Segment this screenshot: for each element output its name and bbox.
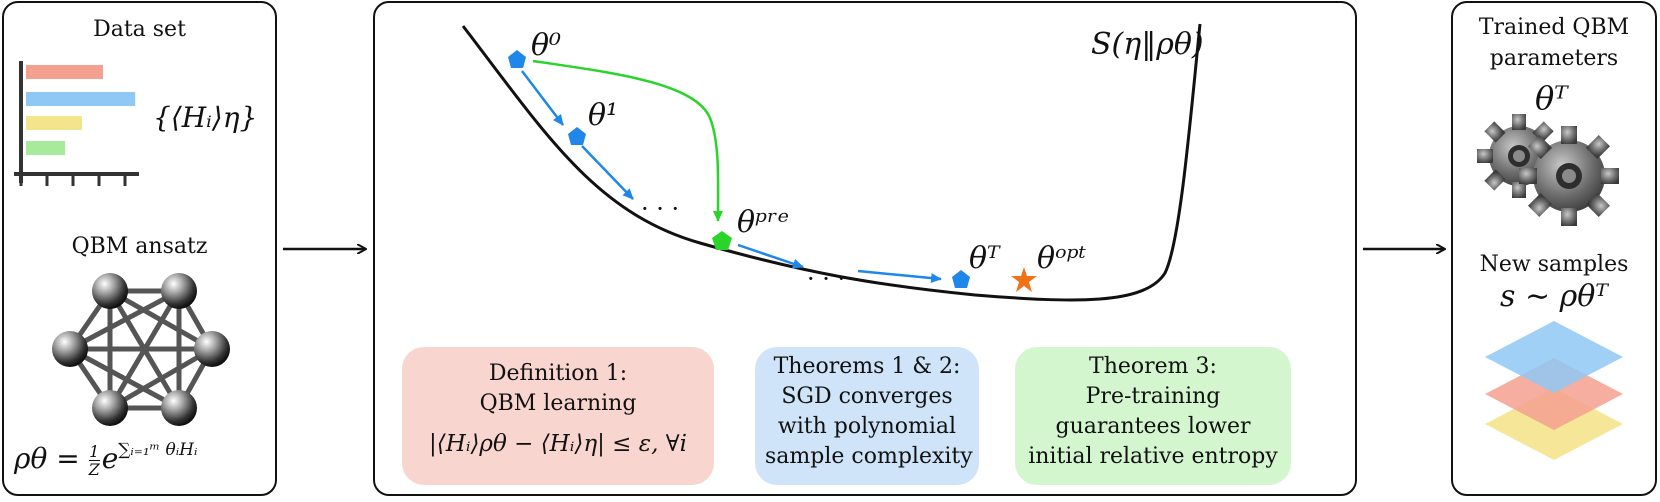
graph-edges: [67, 288, 215, 411]
thetaT-label: θᵀ: [969, 241, 1000, 276]
box-line: Theorems 1 & 2:: [773, 354, 961, 379]
box-line: with polynomial: [777, 414, 957, 439]
thetaopt-marker: [1011, 267, 1037, 292]
samples-formula: s ∼ ρθᵀ: [1500, 279, 1608, 314]
loss-curve: [461, 23, 1202, 302]
sample-layers-icon: [1485, 321, 1623, 460]
box-line: Theorem 3:: [1089, 354, 1217, 379]
dataset-bar: [26, 141, 66, 155]
thetapre-marker: [712, 231, 732, 250]
dataset-title: Data set: [93, 17, 186, 42]
sgd-arrows: [521, 70, 942, 284]
pretrain-arrow: [532, 59, 724, 222]
graph-node: [161, 390, 197, 426]
samples-title: New samples: [1479, 252, 1629, 277]
thetaT-marker: [952, 270, 970, 288]
trained-title-line2: parameters: [1489, 46, 1619, 71]
box-line: |⟨Hᵢ⟩ρθ − ⟨Hᵢ⟩η| ≤ ε, ∀i: [429, 431, 687, 457]
center-panel: S(η‖ρθ) θ⁰ θ¹ θᵖʳᵉ θᵀ θᵒᵖᵗ · · · · · ·: [373, 1, 1357, 496]
theorem3-box: Theorem 3: Pre-training guarantees lower…: [1015, 347, 1291, 485]
objective-label: S(η‖ρθ): [1091, 27, 1204, 62]
graph-node: [92, 390, 128, 426]
box-line: guarantees lower: [1055, 414, 1251, 439]
layer-red: [1485, 358, 1623, 430]
graph-node: [52, 331, 88, 367]
box-line: initial relative entropy: [1028, 444, 1278, 469]
left-panel: Data set {⟨Hᵢ⟩η} QBM ansatz: [2, 1, 277, 496]
graph-node: [92, 273, 128, 309]
dataset-bar: [26, 65, 103, 79]
theta1-label: θ¹: [588, 98, 619, 133]
right-panel: Trained QBM parameters θᵀ: [1451, 1, 1657, 496]
expectation-label: {⟨Hᵢ⟩η}: [153, 101, 258, 134]
dataset-bar: [26, 116, 82, 130]
theta0-label: θ⁰: [531, 28, 562, 63]
thetaT-param-label: θᵀ: [1535, 79, 1568, 117]
layer-blue: [1485, 321, 1623, 393]
box-line: sample complexity: [765, 444, 973, 469]
box-line: Pre-training: [1085, 384, 1221, 409]
definition-box: Definition 1: QBM learning |⟨Hᵢ⟩ρθ − ⟨Hᵢ…: [402, 347, 714, 485]
graph-node: [161, 273, 197, 309]
ansatz-title: QBM ansatz: [71, 234, 208, 259]
thetaopt-label: θᵒᵖᵗ: [1037, 241, 1087, 276]
theorems12-box: Theorems 1 & 2: SGD converges with polyn…: [755, 347, 979, 485]
box-line: QBM learning: [479, 391, 637, 416]
ellipsis-1: · · ·: [641, 195, 680, 223]
ellipsis-2: · · ·: [807, 265, 846, 293]
trained-title-line1: Trained QBM: [1478, 15, 1630, 40]
theta1-marker: [568, 127, 586, 145]
graph-node: [194, 331, 230, 367]
thetapre-label: θᵖʳᵉ: [737, 205, 790, 240]
gears-icon: [1477, 114, 1619, 226]
theta0-marker: [508, 50, 526, 68]
box-line: SGD converges: [781, 384, 953, 409]
qbm-graph: [52, 273, 230, 426]
box-line: Definition 1:: [488, 361, 628, 386]
dataset-bar: [26, 92, 136, 106]
dataset-bar-chart: [14, 61, 139, 186]
loss-landscape: [461, 23, 1202, 302]
